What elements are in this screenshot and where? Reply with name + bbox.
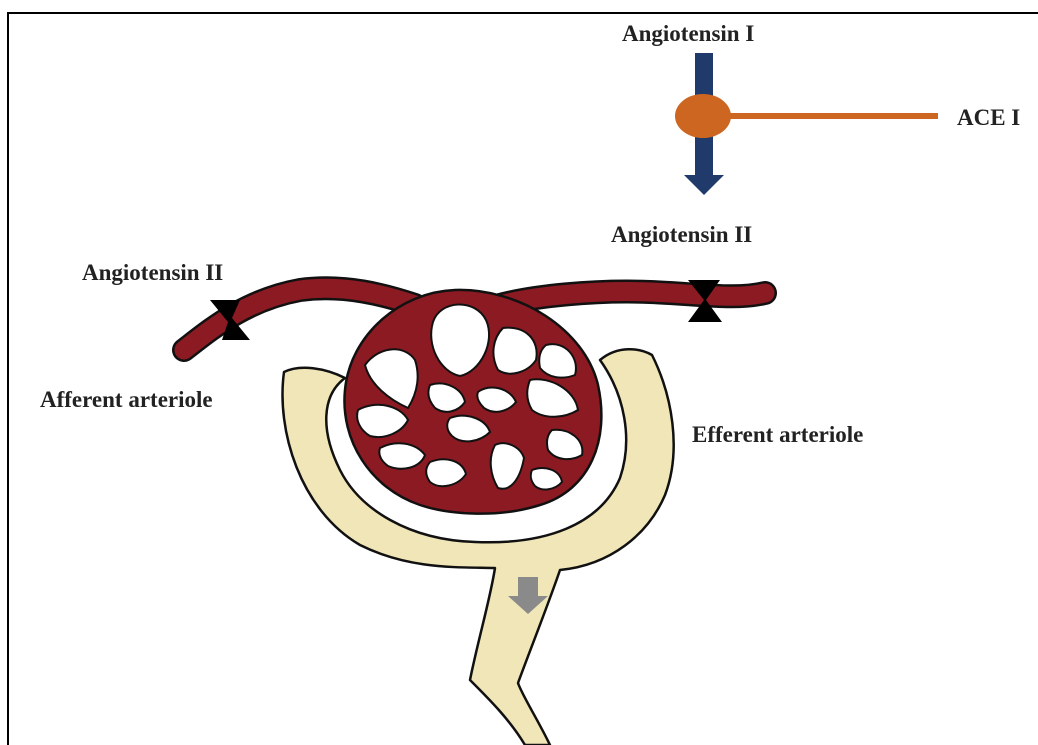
- ace-i-label: ACE I: [957, 106, 1020, 129]
- efferent-arteriole: [490, 292, 765, 308]
- ace-inhibitor-node: [675, 94, 731, 138]
- angiotensin-i-label: Angiotensin I: [622, 22, 754, 45]
- glomerulus: [344, 290, 601, 514]
- angiotensin-ii-efferent-label: Angiotensin II: [611, 223, 752, 246]
- ace-inhibitor-line: [720, 113, 938, 119]
- angiotensin-ii-afferent-label: Angiotensin II: [82, 261, 223, 284]
- afferent-arteriole-label: Afferent arteriole: [40, 388, 213, 411]
- efferent-arteriole-label: Efferent arteriole: [692, 423, 863, 446]
